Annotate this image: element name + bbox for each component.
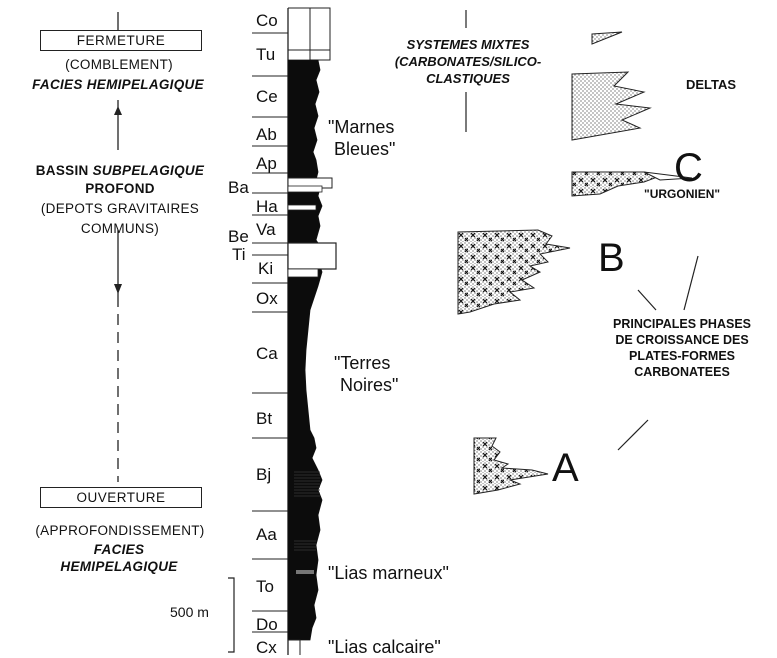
scale-label: 500 m [170, 604, 209, 620]
formation-lias-calcaire: "Lias calcaire" [328, 637, 441, 657]
stage-aa: Aa [256, 525, 277, 544]
mixed-systems-1: SYSTEMES MIXTES [406, 37, 530, 52]
closing-facies: FACIES HEMIPELAGIQUE [32, 77, 204, 92]
left-timeline [114, 12, 122, 482]
closing-label: FERMETURE [76, 33, 166, 48]
stage-va: Va [256, 220, 276, 239]
stage-ti: Ti [232, 245, 246, 264]
basin-line-3: (DEPOTS GRAVITAIRES [40, 201, 200, 216]
stage-bj: Bj [256, 465, 272, 484]
opening-subtitle: (APPROFONDISSEMENT) [35, 523, 205, 538]
stage-ce: Ce [256, 87, 278, 106]
platform-b-letter: B [598, 236, 625, 280]
platform-a [473, 437, 549, 495]
opening-label: OUVERTURE [76, 490, 166, 505]
phases-line-4: CARBONATEES [634, 365, 730, 379]
stage-ki: Ki [258, 259, 274, 278]
opening-facies-2: HEMIPELAGIQUE [60, 559, 178, 574]
stage-tu: Tu [256, 45, 276, 64]
platform-c-letter: C [674, 146, 703, 190]
formation-terres-1: "Terres [334, 353, 391, 373]
platform-a-letter: A [552, 446, 579, 490]
basin-line-2: PROFOND [85, 181, 155, 196]
stage-ha: Ha [256, 197, 278, 216]
delta-wedges [571, 31, 652, 141]
stage-cx: Cx [256, 638, 277, 657]
stage-do: Do [256, 615, 278, 634]
stage-ca: Ca [256, 344, 278, 363]
opening-box: OUVERTURE [40, 487, 202, 508]
phases-line-1: PRINCIPALES PHASES [613, 317, 751, 331]
formation-marnes-1: "Marnes [328, 117, 395, 137]
basin-line-4: COMMUNS) [80, 221, 160, 236]
phases-line-3: PLATES-FORMES [628, 349, 736, 363]
phases-line-2: DE CROISSANCE DES [615, 333, 749, 347]
stage-ticks [252, 32, 288, 633]
stage-ap: Ap [256, 154, 277, 173]
urgonien-label: "URGONIEN" [644, 187, 721, 201]
closing-subtitle: (COMBLEMENT) [65, 57, 173, 72]
pointer-lines [617, 255, 699, 451]
formation-lias-marneux: "Lias marneux" [328, 563, 449, 583]
deltas-label: DELTAS [686, 77, 737, 92]
basin-label: BASSIN [35, 163, 93, 178]
platform-c [571, 171, 693, 197]
basin-line-1: BASSIN SUBPELAGIQUE [5, 164, 235, 178]
formation-marnes-2: Bleues" [334, 139, 396, 159]
opening-facies-1: FACIES [93, 542, 145, 557]
mixed-systems-3: CLASTIQUES [426, 71, 510, 86]
stage-co: Co [256, 11, 278, 30]
stage-ba: Ba [228, 178, 249, 197]
mixed-systems-2: (CARBONATES/SILICO- [394, 54, 542, 69]
stage-to: To [256, 577, 274, 596]
subpelagic-label: SUBPELAGIQUE [92, 163, 205, 178]
closing-box: FERMETURE [40, 30, 202, 51]
platform-b [457, 229, 571, 315]
lithologic-column [287, 7, 337, 655]
stage-ab: Ab [256, 125, 277, 144]
formation-terres-2: Noires" [340, 375, 399, 395]
stage-be: Be [228, 227, 249, 246]
scale-bar [228, 577, 235, 653]
stage-ox: Ox [256, 289, 278, 308]
stage-bt: Bt [256, 409, 273, 428]
